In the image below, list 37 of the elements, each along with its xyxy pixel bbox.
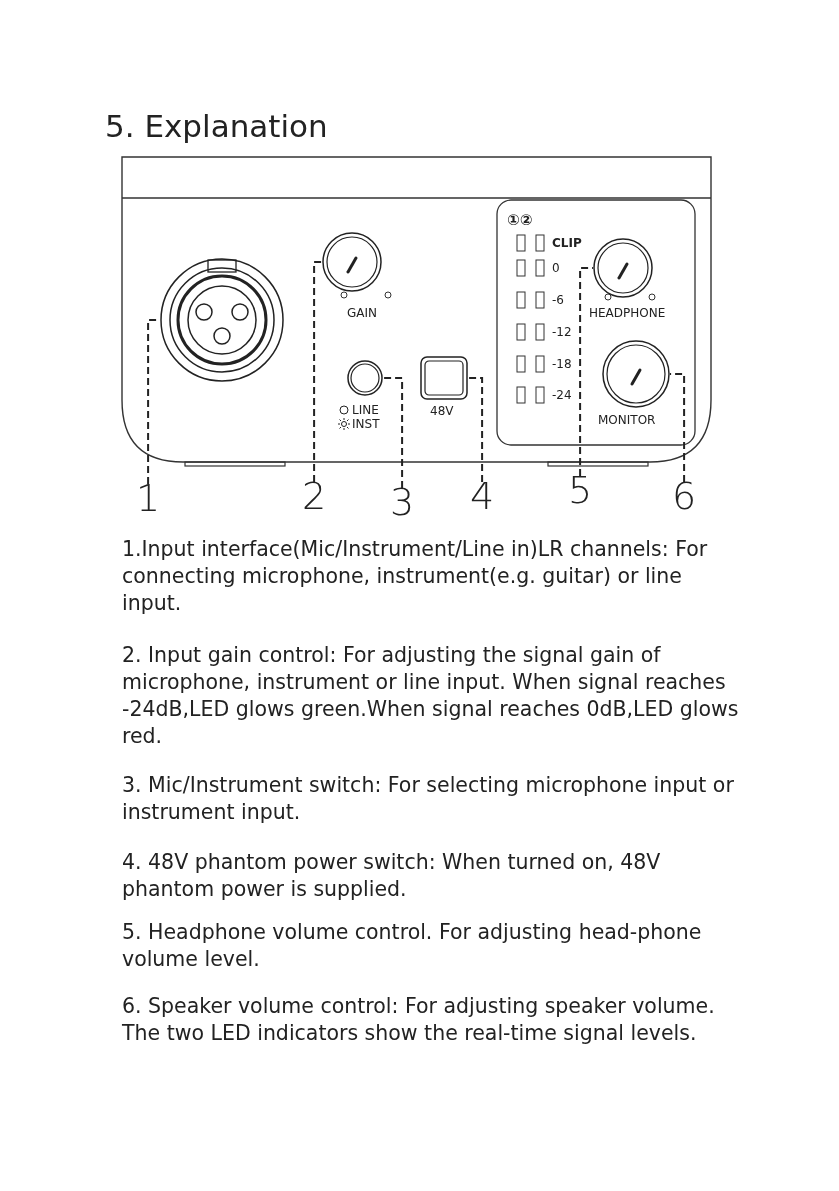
knob-label: MONITOR: [598, 413, 656, 427]
description-text: 3. Mic/Instrument switch: For selecting microphone input or instrument input.: [122, 772, 735, 826]
description-text: 5. Headphone volume control. For adjusting head-phone volume level.: [122, 919, 703, 973]
knob-label: GAIN: [347, 306, 378, 320]
headphone-knob: [593, 238, 653, 298]
level-label: CLIP: [552, 236, 582, 250]
description-text: 4. 48V phantom power switch: When turned on, 48V phantom power is supplied.: [122, 849, 662, 903]
callout-number: 3: [390, 482, 415, 522]
level-label: -6: [552, 293, 564, 307]
description-text: 6. Speaker volume control: For adjusting speaker volume. The two LED indicators show the real-time signal levels.: [122, 993, 716, 1047]
callout-number: 5: [568, 470, 593, 510]
leader-line: [313, 261, 323, 483]
description-text: 1.Input interface(Mic/Instrument/Line in)LR channels: For connecting microphone, instrument(e.g. guitar) or line input.: [122, 536, 709, 617]
title: 5. Explanation: [105, 108, 328, 144]
level-label: -18: [552, 357, 572, 371]
switch-label: INST: [352, 417, 380, 431]
switch-label: LINE: [352, 403, 379, 417]
callout-number: 1: [136, 478, 161, 518]
callout-number: 4: [470, 476, 495, 516]
level-label: -24: [552, 388, 572, 402]
leader-line: [579, 267, 594, 477]
leader-line: [669, 373, 686, 483]
phantom-power-button: [420, 356, 468, 400]
description-text: 2. Input gain control: For adjusting the signal gain of microphone, instrument or line input. When signal reaches -24dB,LED glows green.When signal reaches 0dB,LED glows red.: [122, 642, 740, 750]
switch-button: [347, 360, 383, 396]
gain-knob: [322, 232, 382, 292]
leader-line: [467, 377, 484, 483]
callout-number: 2: [302, 476, 327, 516]
monitor-knob: [602, 340, 670, 408]
combo-jack: [160, 258, 284, 382]
leader-line: [382, 377, 404, 489]
knob-label: HEADPHONE: [589, 306, 666, 320]
level-label: -12: [552, 325, 572, 339]
callout-number: 6: [672, 476, 697, 516]
channel-numbers: ①②: [507, 213, 533, 227]
button-label: 48V: [430, 404, 454, 418]
level-label: 0: [552, 261, 560, 275]
